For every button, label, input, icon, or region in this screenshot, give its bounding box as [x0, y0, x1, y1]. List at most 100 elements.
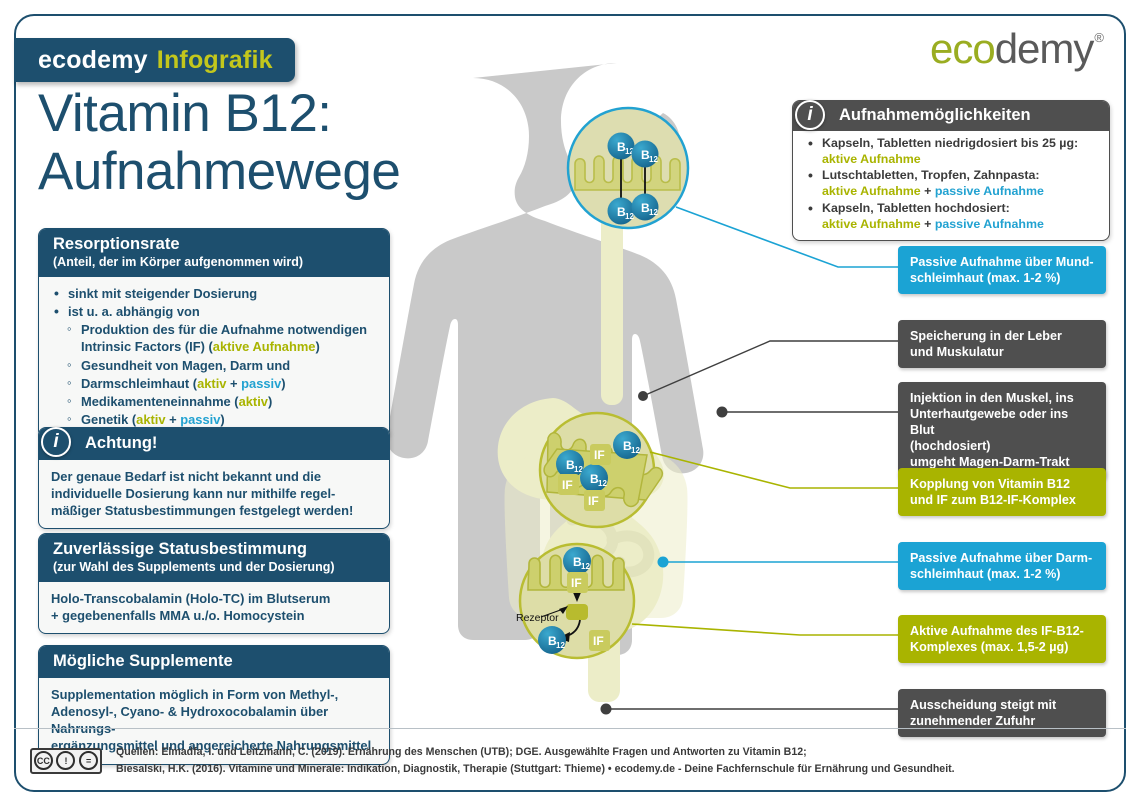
- svg-text:12: 12: [581, 562, 590, 571]
- cc-icon: CC: [33, 751, 53, 770]
- aufnahme-body: Kapseln, Tabletten niedrigdosiert bis 25…: [793, 131, 1109, 240]
- title-line-2: Aufnahmewege: [38, 141, 401, 201]
- tag-line-1: Kopplung von Vitamin B12: [910, 477, 1070, 491]
- achtung-header: Achtung!: [39, 428, 389, 460]
- achtung-line-1: Der genaue Bedarf ist nicht bekannt und …: [51, 468, 322, 484]
- supplemente-title: Mögliche Supplemente: [53, 652, 233, 670]
- tag-aktiv: aktiv: [238, 393, 268, 409]
- svg-text:B: B: [641, 148, 650, 162]
- list-item: Kapseln, Tabletten niedrigdosiert bis 25…: [805, 135, 1097, 168]
- tag-line-2: Komplexes (max. 1,5-2 µg): [910, 640, 1069, 655]
- card-achtung: Achtung! Der genaue Bedarf ist nicht bek…: [38, 427, 390, 530]
- plus: +: [920, 184, 935, 199]
- list-item: Kapseln, Tabletten hochdosiert: aktive A…: [805, 200, 1097, 233]
- card-supplemente: Mögliche Supplemente Supplementation mög…: [38, 645, 390, 765]
- list-item: sinkt mit steigender Dosierung: [51, 284, 377, 303]
- line-kopplung: [649, 451, 898, 489]
- tag-injektion: Injektion in den Muskel, ins Unterhautge…: [898, 382, 1106, 479]
- status-header: Zuverlässige Statusbestimmung (zur Wahl …: [39, 534, 389, 582]
- tag-passiv: passiv: [241, 375, 282, 391]
- tag-line-1: Injektion in den Muskel, ins: [910, 391, 1074, 405]
- svg-text:IF: IF: [571, 576, 582, 590]
- paren: ): [315, 339, 320, 355]
- svg-text:12: 12: [631, 446, 640, 455]
- achtung-body: Der genaue Bedarf ist nicht bekannt und …: [39, 460, 389, 528]
- svg-text:12: 12: [574, 465, 583, 474]
- list-item: Gesundheit von Magen, Darm und: [65, 356, 377, 374]
- ribbon-word: Infografik: [156, 45, 273, 74]
- status-body: Holo-Transcobalamin (Holo-TC) im Blutser…: [39, 582, 389, 633]
- svg-text:12: 12: [649, 155, 658, 164]
- list-item: Darmschleimhaut (aktiv + passiv): [65, 374, 377, 392]
- svg-text:12: 12: [625, 212, 634, 221]
- svg-text:B: B: [548, 634, 557, 648]
- list-item: Produktion des für die Aufnahme notwendi…: [65, 320, 377, 355]
- status-line-1: Holo-Transcobalamin (Holo-TC) im Blutser…: [51, 590, 331, 606]
- sub1-line1: Produktion des für die Aufnahme notwendi…: [81, 322, 367, 338]
- page-title: Vitamin B12: Aufnahmewege: [38, 84, 401, 201]
- cc-nd-icon: =: [79, 751, 99, 770]
- card-aufnahmemoeglichkeiten: Aufnahmemöglichkeiten Kapseln, Tabletten…: [792, 100, 1110, 242]
- sources-text: Quellen: Elmadfa, I. und Leitzmann, C. (…: [116, 744, 955, 777]
- tag-kopplung: Kopplung von Vitamin B12 und IF zum B12-…: [898, 468, 1106, 517]
- status-line-2: + gegebenenfalls MMA u./o. Homocystein: [51, 608, 305, 624]
- svg-text:IF: IF: [593, 634, 604, 648]
- title-line-1: Vitamin B12:: [38, 84, 332, 143]
- logo-eco: eco: [929, 25, 996, 72]
- logo-demy: demy: [994, 25, 1095, 72]
- resorptionsrate-title: Resorptionsrate: [53, 235, 180, 253]
- tag-line-1: Ausscheidung steigt mit: [910, 698, 1057, 712]
- supplemente-line-1: Supplementation möglich in Form von Meth…: [51, 686, 339, 702]
- aufnahme-bullets: Kapseln, Tabletten niedrigdosiert bis 25…: [805, 135, 1097, 233]
- line-mouth: [675, 206, 898, 268]
- svg-text:IF: IF: [588, 494, 599, 508]
- list-item: Lutschtabletten, Tropfen, Zahnpasta: akt…: [805, 167, 1097, 200]
- svg-text:B: B: [617, 140, 626, 154]
- tag-line-1: Passive Aufnahme über Mund-: [910, 255, 1094, 269]
- resorptionsrate-header: Resorptionsrate (Anteil, der im Körper a…: [39, 229, 389, 277]
- ecodemy-logo: eco demy ®: [930, 28, 1104, 70]
- card-statusbestimmung: Zuverlässige Statusbestimmung (zur Wahl …: [38, 533, 390, 635]
- b12-molecules: B 12 B 12 B 12 B 12 B 12 B 12 B 12 IF: [516, 132, 659, 654]
- svg-text:IF: IF: [562, 478, 573, 492]
- tag-aktive-aufnahme: aktive Aufnahme: [212, 339, 316, 355]
- svg-text:12: 12: [598, 479, 607, 488]
- aufnahme-header: Aufnahmemöglichkeiten: [793, 101, 1109, 131]
- plus: +: [226, 375, 242, 391]
- svg-text:12: 12: [625, 147, 634, 156]
- info-icon-achtung: i: [41, 427, 71, 457]
- creative-commons-icon: CC ! =: [30, 747, 102, 774]
- tag-aktiv: aktiv: [197, 375, 227, 391]
- tag-passive-mundschleimhaut: Passive Aufnahme über Mund- schleimhaut …: [898, 246, 1106, 295]
- svg-text:B: B: [641, 201, 650, 215]
- sub5-label: Genetik (: [81, 412, 137, 428]
- outer-frame: [14, 14, 1126, 792]
- achtung-line-2: individuelle Dosierung kann nur mithilfe…: [51, 486, 336, 502]
- cc-by-icon: !: [56, 751, 76, 770]
- item1-tag-aktive: aktive Aufnahme: [822, 184, 921, 199]
- sub3-label: Darmschleimhaut (: [81, 375, 198, 391]
- tag-aktiv: aktiv: [136, 412, 166, 428]
- sources-line-1: Quellen: Elmadfa, I. und Leitzmann, C. (…: [116, 746, 807, 759]
- sub1-line2: Intrinsic Factors (IF) (: [81, 339, 213, 355]
- item2-tag-passive: passive Aufnahme: [934, 216, 1044, 231]
- rezeptor-label: Rezeptor: [516, 612, 559, 624]
- item2-head: Kapseln, Tabletten hochdosiert:: [822, 200, 1010, 215]
- svg-text:B: B: [573, 555, 582, 569]
- achtung-line-3: mäßiger Statusbestimmungen festgelegt we…: [51, 503, 354, 519]
- ecodemy-ribbon: ecodemy Infografik: [14, 38, 295, 82]
- tag-line-2: Unterhautgewebe oder ins Blut: [910, 407, 1069, 438]
- ribbon-brand: ecodemy: [38, 45, 148, 74]
- item0-tag-aktive: aktive Aufnahme: [822, 151, 921, 166]
- tag-line-2: zunehmender Zufuhr: [910, 714, 1036, 729]
- status-title: Zuverlässige Statusbestimmung: [53, 540, 307, 558]
- paren: ): [267, 393, 273, 409]
- svg-text:12: 12: [556, 641, 565, 650]
- resorptionsrate-subbullets: Produktion des für die Aufnahme notwendi…: [65, 320, 377, 428]
- list-item: Genetik (aktiv + passiv): [65, 410, 377, 428]
- mouth-zoom-circle: [566, 106, 690, 230]
- logo-registered-mark: ®: [1094, 30, 1104, 45]
- plus: +: [165, 412, 181, 428]
